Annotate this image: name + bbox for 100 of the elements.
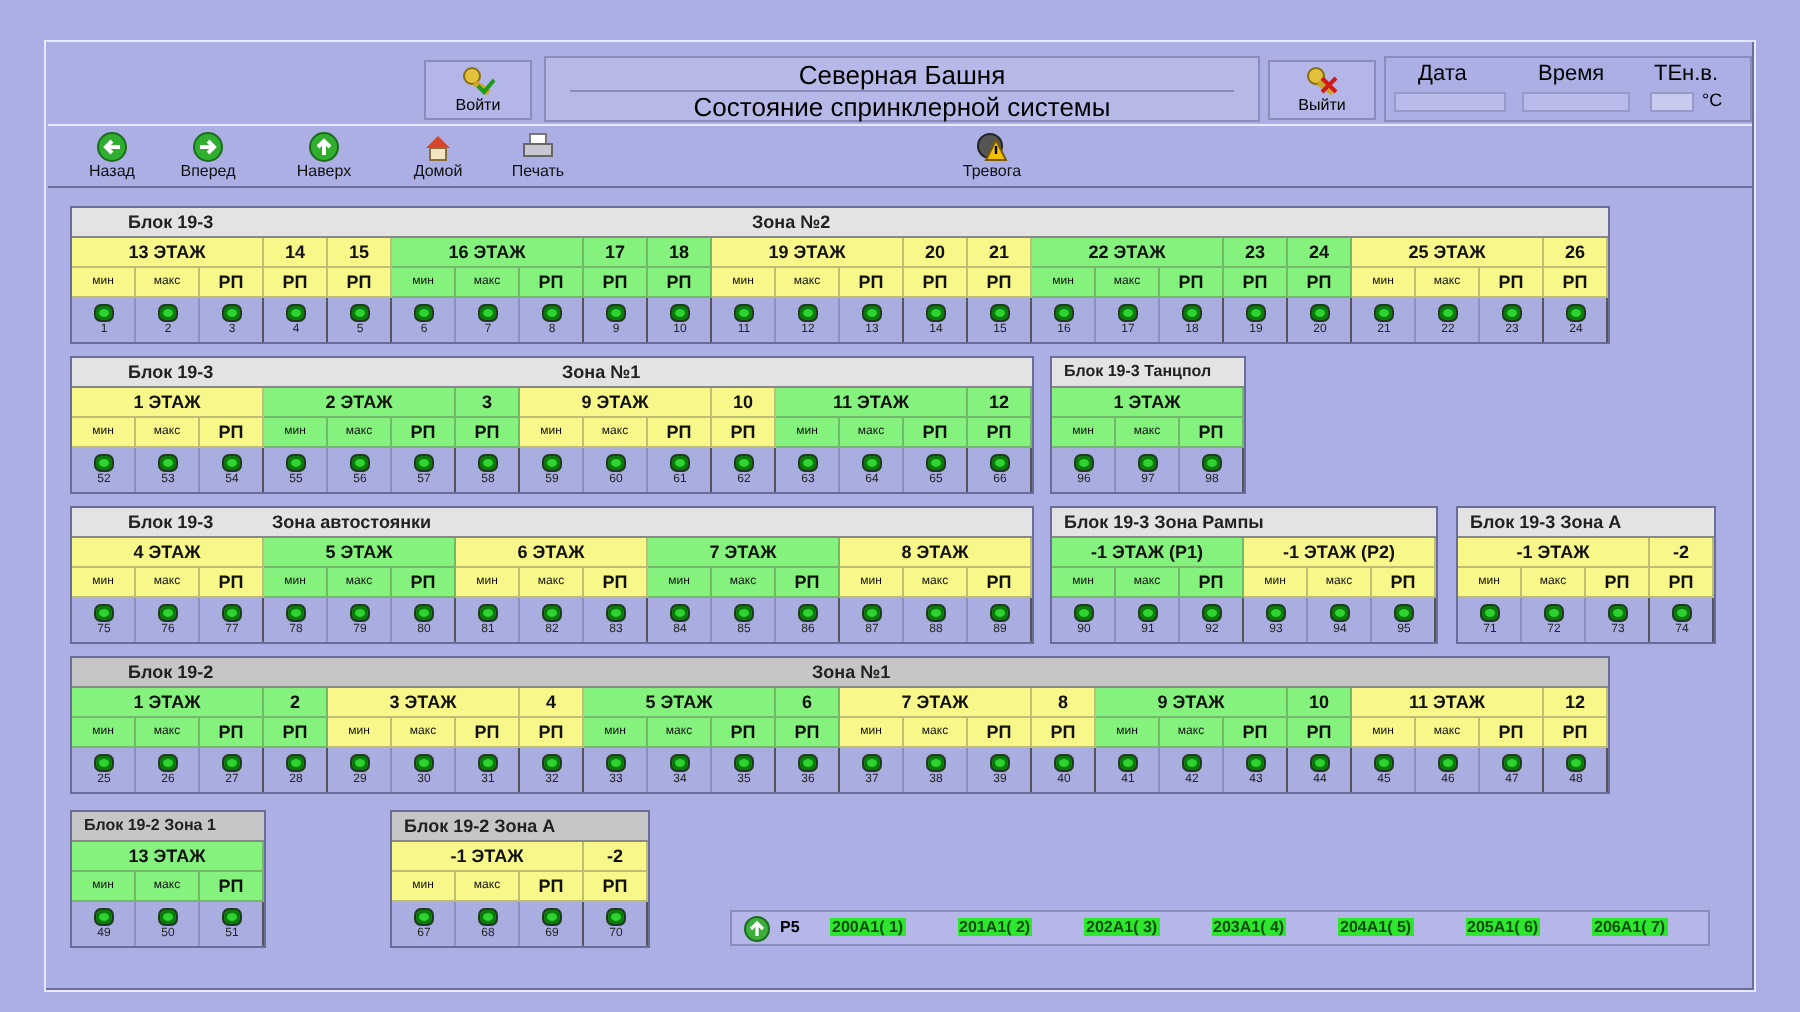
status-panel <box>70 810 266 948</box>
column-label: РП <box>648 268 712 298</box>
column-label: РП <box>1544 718 1608 748</box>
floor-header: 11 ЭТАЖ <box>776 388 968 418</box>
floor-header: -2 <box>584 842 648 872</box>
floor-header: 6 <box>776 688 840 718</box>
column-label: РП <box>1544 268 1608 298</box>
field-label: Время <box>1538 62 1605 86</box>
status-panel <box>70 656 1610 794</box>
sensor-status-label: 201А1( 2) <box>957 918 1033 936</box>
floor-header: 23 <box>1224 238 1288 268</box>
column-label: РП <box>584 872 648 902</box>
status-panel <box>70 206 1610 344</box>
home-button: Домой <box>386 132 490 180</box>
zone-title: Зона №1 <box>812 662 891 682</box>
column-label: РП <box>840 268 904 298</box>
floor-header: 12 <box>968 388 1032 418</box>
floor-header: 25 ЭТАЖ <box>1352 238 1544 268</box>
floor-header: 13 ЭТАЖ <box>72 238 264 268</box>
sensor-status-bar <box>730 910 1710 946</box>
column-label: РП <box>200 872 264 902</box>
column-label: РП <box>968 718 1032 748</box>
column-label: РП <box>712 418 776 448</box>
floor-header: 22 ЭТАЖ <box>1032 238 1224 268</box>
column-label: РП <box>520 718 584 748</box>
column-label: РП <box>1224 718 1288 748</box>
floor-header: 1 ЭТАЖ <box>1052 388 1244 418</box>
column-label: РП <box>648 418 712 448</box>
floor-header: -1 ЭТАЖ (Р1) <box>1052 538 1244 568</box>
sensor-status-label: 206А1( 7) <box>1592 918 1668 936</box>
floor-header: 10 <box>1288 688 1352 718</box>
floor-header: 14 <box>264 238 328 268</box>
screen-title: Северная Башня <box>796 60 1008 90</box>
floor-header: 24 <box>1288 238 1352 268</box>
print-button: Печать <box>486 132 590 180</box>
floor-header: 5 ЭТАЖ <box>584 688 776 718</box>
sensor-status-label: 204А1( 5) <box>1338 918 1414 936</box>
floor-header: 9 ЭТАЖ <box>1096 688 1288 718</box>
status-panel <box>70 506 1034 644</box>
floor-header: 7 ЭТАЖ <box>648 538 840 568</box>
column-label: РП <box>200 568 264 598</box>
column-label: РП <box>1180 568 1244 598</box>
column-label: РП <box>904 268 968 298</box>
sensor-status-label: 200А1( 1) <box>830 918 906 936</box>
block-title: Блок 19-3 <box>128 212 214 232</box>
floor-header: 4 <box>520 688 584 718</box>
floor-header: 5 ЭТАЖ <box>264 538 456 568</box>
floor-header: 8 <box>1032 688 1096 718</box>
column-label: РП <box>1224 268 1288 298</box>
floor-header: 26 <box>1544 238 1608 268</box>
floor-header: 3 ЭТАЖ <box>328 688 520 718</box>
floor-header: -1 ЭТАЖ (Р2) <box>1244 538 1436 568</box>
logout-button: Выйти <box>1268 60 1376 120</box>
column-label: РП <box>456 418 520 448</box>
column-label: РП <box>1180 418 1244 448</box>
floor-header: -1 ЭТАЖ <box>392 842 584 872</box>
floor-header: 3 <box>456 388 520 418</box>
column-label: РП <box>392 568 456 598</box>
column-label: РП <box>1032 718 1096 748</box>
up-button: Наверх <box>272 132 376 180</box>
column-label: РП <box>1480 718 1544 748</box>
panel-label: Р5 <box>780 918 800 936</box>
floor-header: 12 <box>1544 688 1608 718</box>
sensor-status-label: 202А1( 3) <box>1084 918 1160 936</box>
column-label: РП <box>264 268 328 298</box>
block-title: Блок 19-3 <box>128 362 214 382</box>
column-label: РП <box>776 568 840 598</box>
block-title: Блок 19-3 Танцпол <box>1064 362 1212 380</box>
alarm-button: Тревога <box>940 132 1044 180</box>
sensor-status-label: 205А1( 6) <box>1465 918 1541 936</box>
column-label: РП <box>584 568 648 598</box>
sensor-status-label: 203А1( 4) <box>1211 918 1287 936</box>
floor-header: 11 ЭТАЖ <box>1352 688 1544 718</box>
floor-header: -1 ЭТАЖ <box>1458 538 1650 568</box>
floor-header: 6 ЭТАЖ <box>456 538 648 568</box>
column-label: РП <box>584 268 648 298</box>
floor-header: 1 ЭТАЖ <box>72 388 264 418</box>
column-label: РП <box>200 268 264 298</box>
column-label: РП <box>776 718 840 748</box>
block-title: Блок 19-2 Зона А <box>404 816 556 836</box>
floor-header: 17 <box>584 238 648 268</box>
floor-header: 16 ЭТАЖ <box>392 238 584 268</box>
field-label: ТЕн.в. <box>1654 62 1719 86</box>
status-panel <box>1050 356 1246 494</box>
block-title: Блок 19-3 Зона Рампы <box>1064 512 1264 532</box>
column-label: РП <box>968 568 1032 598</box>
status-panel <box>1050 506 1438 644</box>
column-label: РП <box>1586 568 1650 598</box>
column-label: РП <box>392 418 456 448</box>
column-label: РП <box>520 872 584 902</box>
floor-header: 20 <box>904 238 968 268</box>
block-title: Блок 19-3 <box>128 512 214 532</box>
floor-header: 2 ЭТАЖ <box>264 388 456 418</box>
floor-header: 7 ЭТАЖ <box>840 688 1032 718</box>
floor-header: 8 ЭТАЖ <box>840 538 1032 568</box>
block-title: Блок 19-3 Зона А <box>1470 512 1622 532</box>
login-button: Войти <box>424 60 532 120</box>
column-label: РП <box>1288 718 1352 748</box>
column-label: РП <box>1650 568 1714 598</box>
column-label: РП <box>200 418 264 448</box>
